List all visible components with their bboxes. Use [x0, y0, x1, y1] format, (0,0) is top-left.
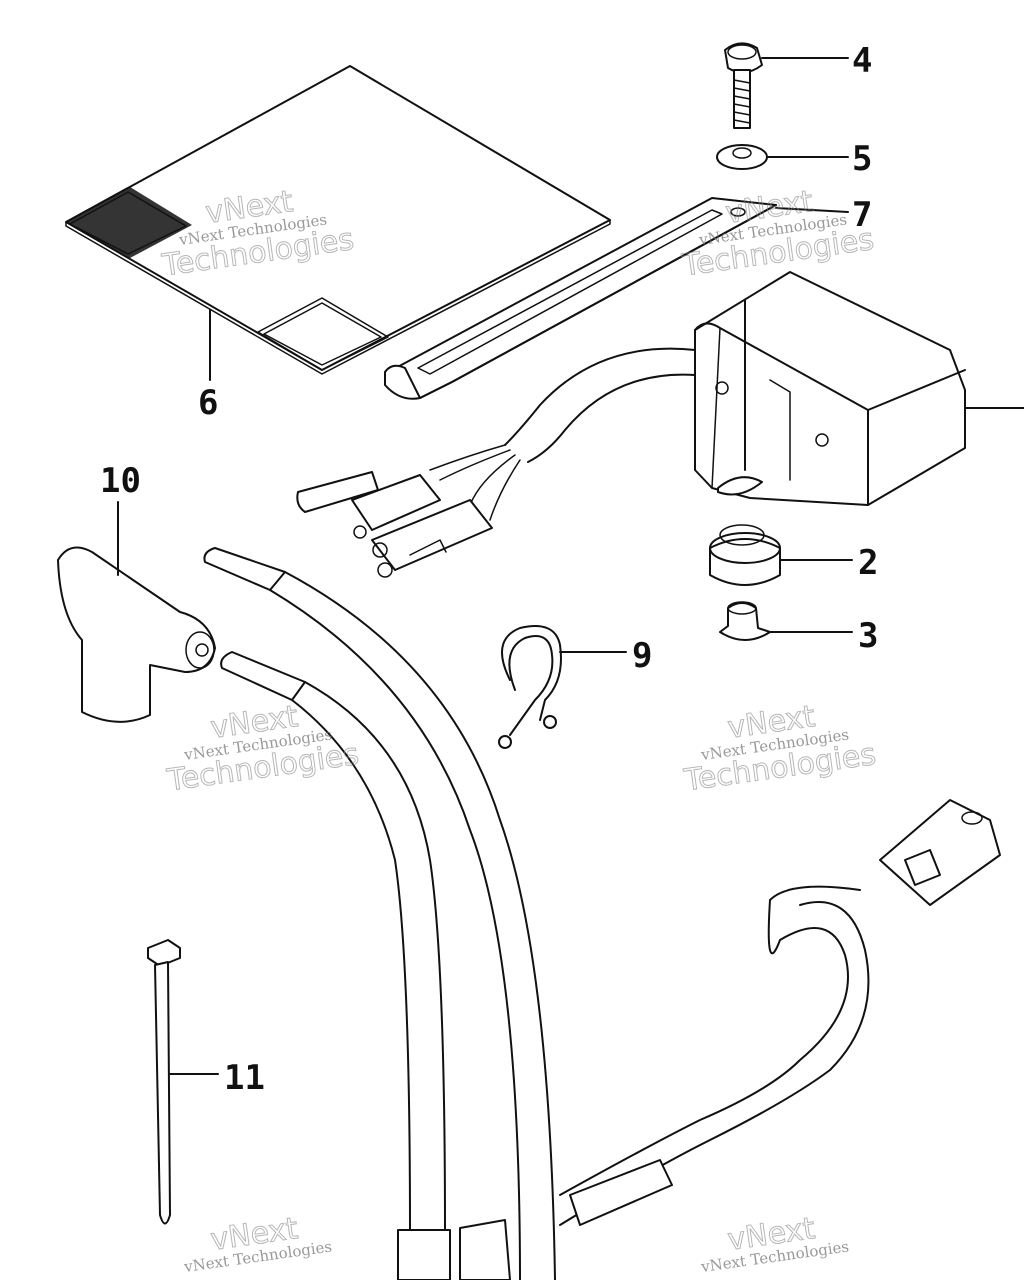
- high-tension-cords: [203, 547, 556, 1280]
- callout-2: 2: [858, 543, 878, 583]
- part-7-bracket-strap: [384, 197, 777, 400]
- part-4-bolt: [724, 42, 763, 129]
- callout-3: 3: [858, 616, 878, 656]
- part-11-cable-tie: [147, 939, 181, 1225]
- lower-harness: [459, 799, 1001, 1280]
- callout-9: 9: [632, 636, 652, 676]
- part-2-grommet: [709, 524, 781, 586]
- leader-lines: [117, 57, 853, 1075]
- callout-11: 11: [224, 1058, 265, 1098]
- coil-harness-connectors: [296, 347, 696, 578]
- callout-7: 7: [852, 195, 872, 235]
- part-6-decal-sheet: [65, 65, 611, 375]
- part-1-coil-box: [694, 271, 1024, 506]
- callout-6: 6: [198, 383, 218, 423]
- callout-10: 10: [100, 461, 141, 501]
- callout-5: 5: [852, 139, 872, 179]
- part-3-collar: [719, 601, 771, 641]
- callout-4: 4: [852, 41, 872, 81]
- part-10-plug-cap: [57, 546, 216, 723]
- part-9-clamp: [498, 625, 562, 749]
- callout-numbers: 4 5 7 6 10 2 3 9 11: [100, 41, 878, 1098]
- part-5-washer: [716, 144, 768, 170]
